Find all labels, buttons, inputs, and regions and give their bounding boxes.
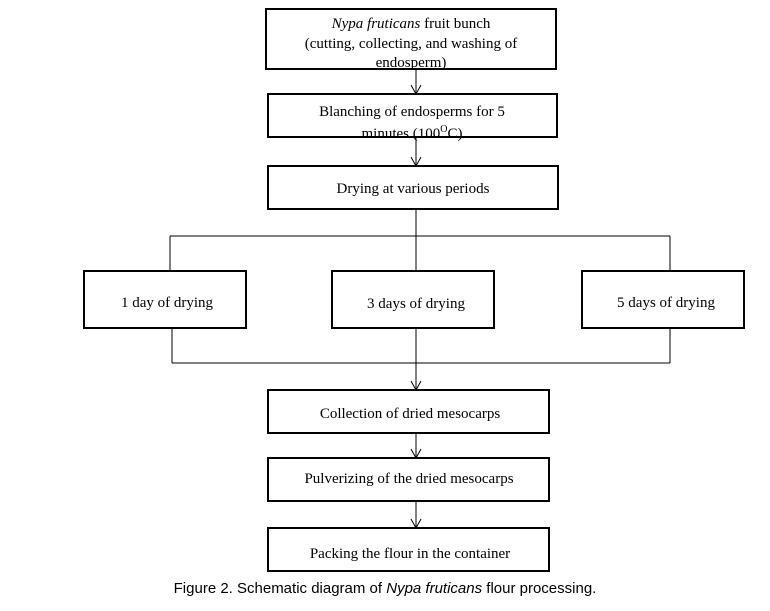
figure-caption: Figure 2. Schematic diagram of Nypa frut…	[0, 580, 770, 597]
node-1-day-box	[83, 270, 247, 329]
node-fruit-bunch-line3: endosperm)	[376, 55, 447, 71]
node-blanching: Blanching of endosperms for 5 minutes (1…	[267, 93, 558, 142]
arrow-fruit-to-blanching	[410, 69, 422, 96]
node-pulverizing-box	[267, 457, 550, 502]
node-1-day-label: 1 day of drying	[121, 295, 214, 311]
node-packing-box	[267, 527, 550, 572]
node-packing: Packing the flour in the container	[267, 527, 550, 572]
caption-species: Nypa fruticans	[386, 580, 483, 597]
node-drying: Drying at various periods	[267, 165, 559, 210]
node-collection: Collection of dried mesocarps	[267, 389, 550, 434]
node-pulverizing: Pulverizing of the dried mesocarps	[267, 457, 550, 502]
node-3-days-label: 3 days of drying	[367, 296, 465, 312]
node-fruit-bunch: Nypa fruticans fruit bunch (cutting, col…	[265, 8, 557, 71]
node-5-days-box	[581, 270, 745, 329]
node-5-days-drying: 5 days of drying	[581, 270, 745, 329]
merge-connector-bottom	[171, 328, 671, 392]
node-1-day-drying: 1 day of drying	[83, 270, 247, 329]
node-fruit-bunch-line1: Nypa fruticans fruit bunch	[331, 16, 491, 32]
node-fruit-bunch-line2: (cutting, collecting, and washing of	[305, 36, 517, 52]
arrow-collection-to-pulverizing	[410, 433, 422, 460]
node-packing-label: Packing the flour in the container	[310, 546, 510, 562]
node-blanching-box	[267, 93, 558, 138]
node-drying-box	[267, 165, 559, 210]
caption-suffix: flour processing.	[482, 580, 597, 597]
node-drying-label: Drying at various periods	[337, 181, 490, 197]
caption-prefix: Figure 2. Schematic diagram of	[173, 580, 387, 597]
branch-connector-top	[169, 209, 671, 271]
node-blanching-line1: Blanching of endosperms for 5	[319, 104, 505, 120]
node-5-days-label: 5 days of drying	[617, 295, 715, 311]
node-3-days-box	[331, 270, 495, 329]
node-collection-label: Collection of dried mesocarps	[320, 406, 501, 422]
node-blanching-line2: minutes (100OC)	[362, 124, 463, 142]
node-3-days-drying: 3 days of drying	[331, 270, 495, 329]
arrow-pulverizing-to-packing	[410, 501, 422, 530]
node-pulverizing-label: Pulverizing of the dried mesocarps	[304, 471, 513, 487]
node-fruit-bunch-box	[265, 8, 557, 70]
node-collection-box	[267, 389, 550, 434]
